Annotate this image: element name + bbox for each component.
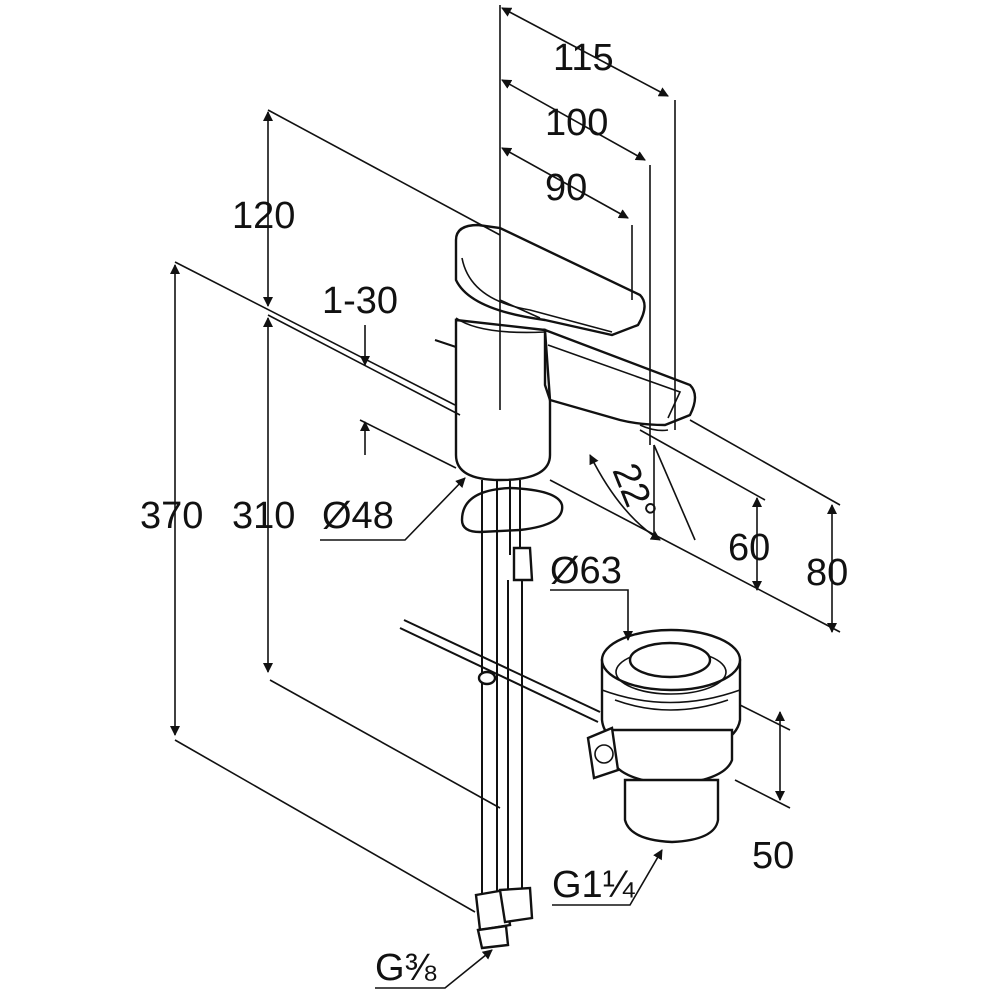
popup-linkage: [399, 619, 601, 723]
faucet-body: [434, 223, 697, 950]
dim-diameter-48: Ø48: [322, 495, 394, 537]
waste-valve: [586, 628, 742, 844]
dim-diameter-63: Ø63: [550, 550, 622, 592]
dimension-lines: [170, 5, 841, 989]
dim-1-30: 1-30: [322, 280, 398, 322]
dim-angle-22: 22°: [604, 458, 664, 527]
thread-g3-8: G⅜: [375, 947, 437, 989]
dim-100: 100: [545, 102, 608, 144]
dim-90: 90: [545, 167, 587, 209]
dim-50: 50: [752, 835, 794, 877]
dim-120: 120: [232, 195, 295, 237]
dim-60: 60: [728, 527, 770, 569]
thread-g1-1-4: G1¼: [552, 864, 636, 906]
dim-115: 115: [553, 37, 614, 79]
dim-80: 80: [806, 552, 848, 594]
dim-310: 310: [232, 495, 295, 537]
dim-370: 370: [140, 495, 203, 537]
